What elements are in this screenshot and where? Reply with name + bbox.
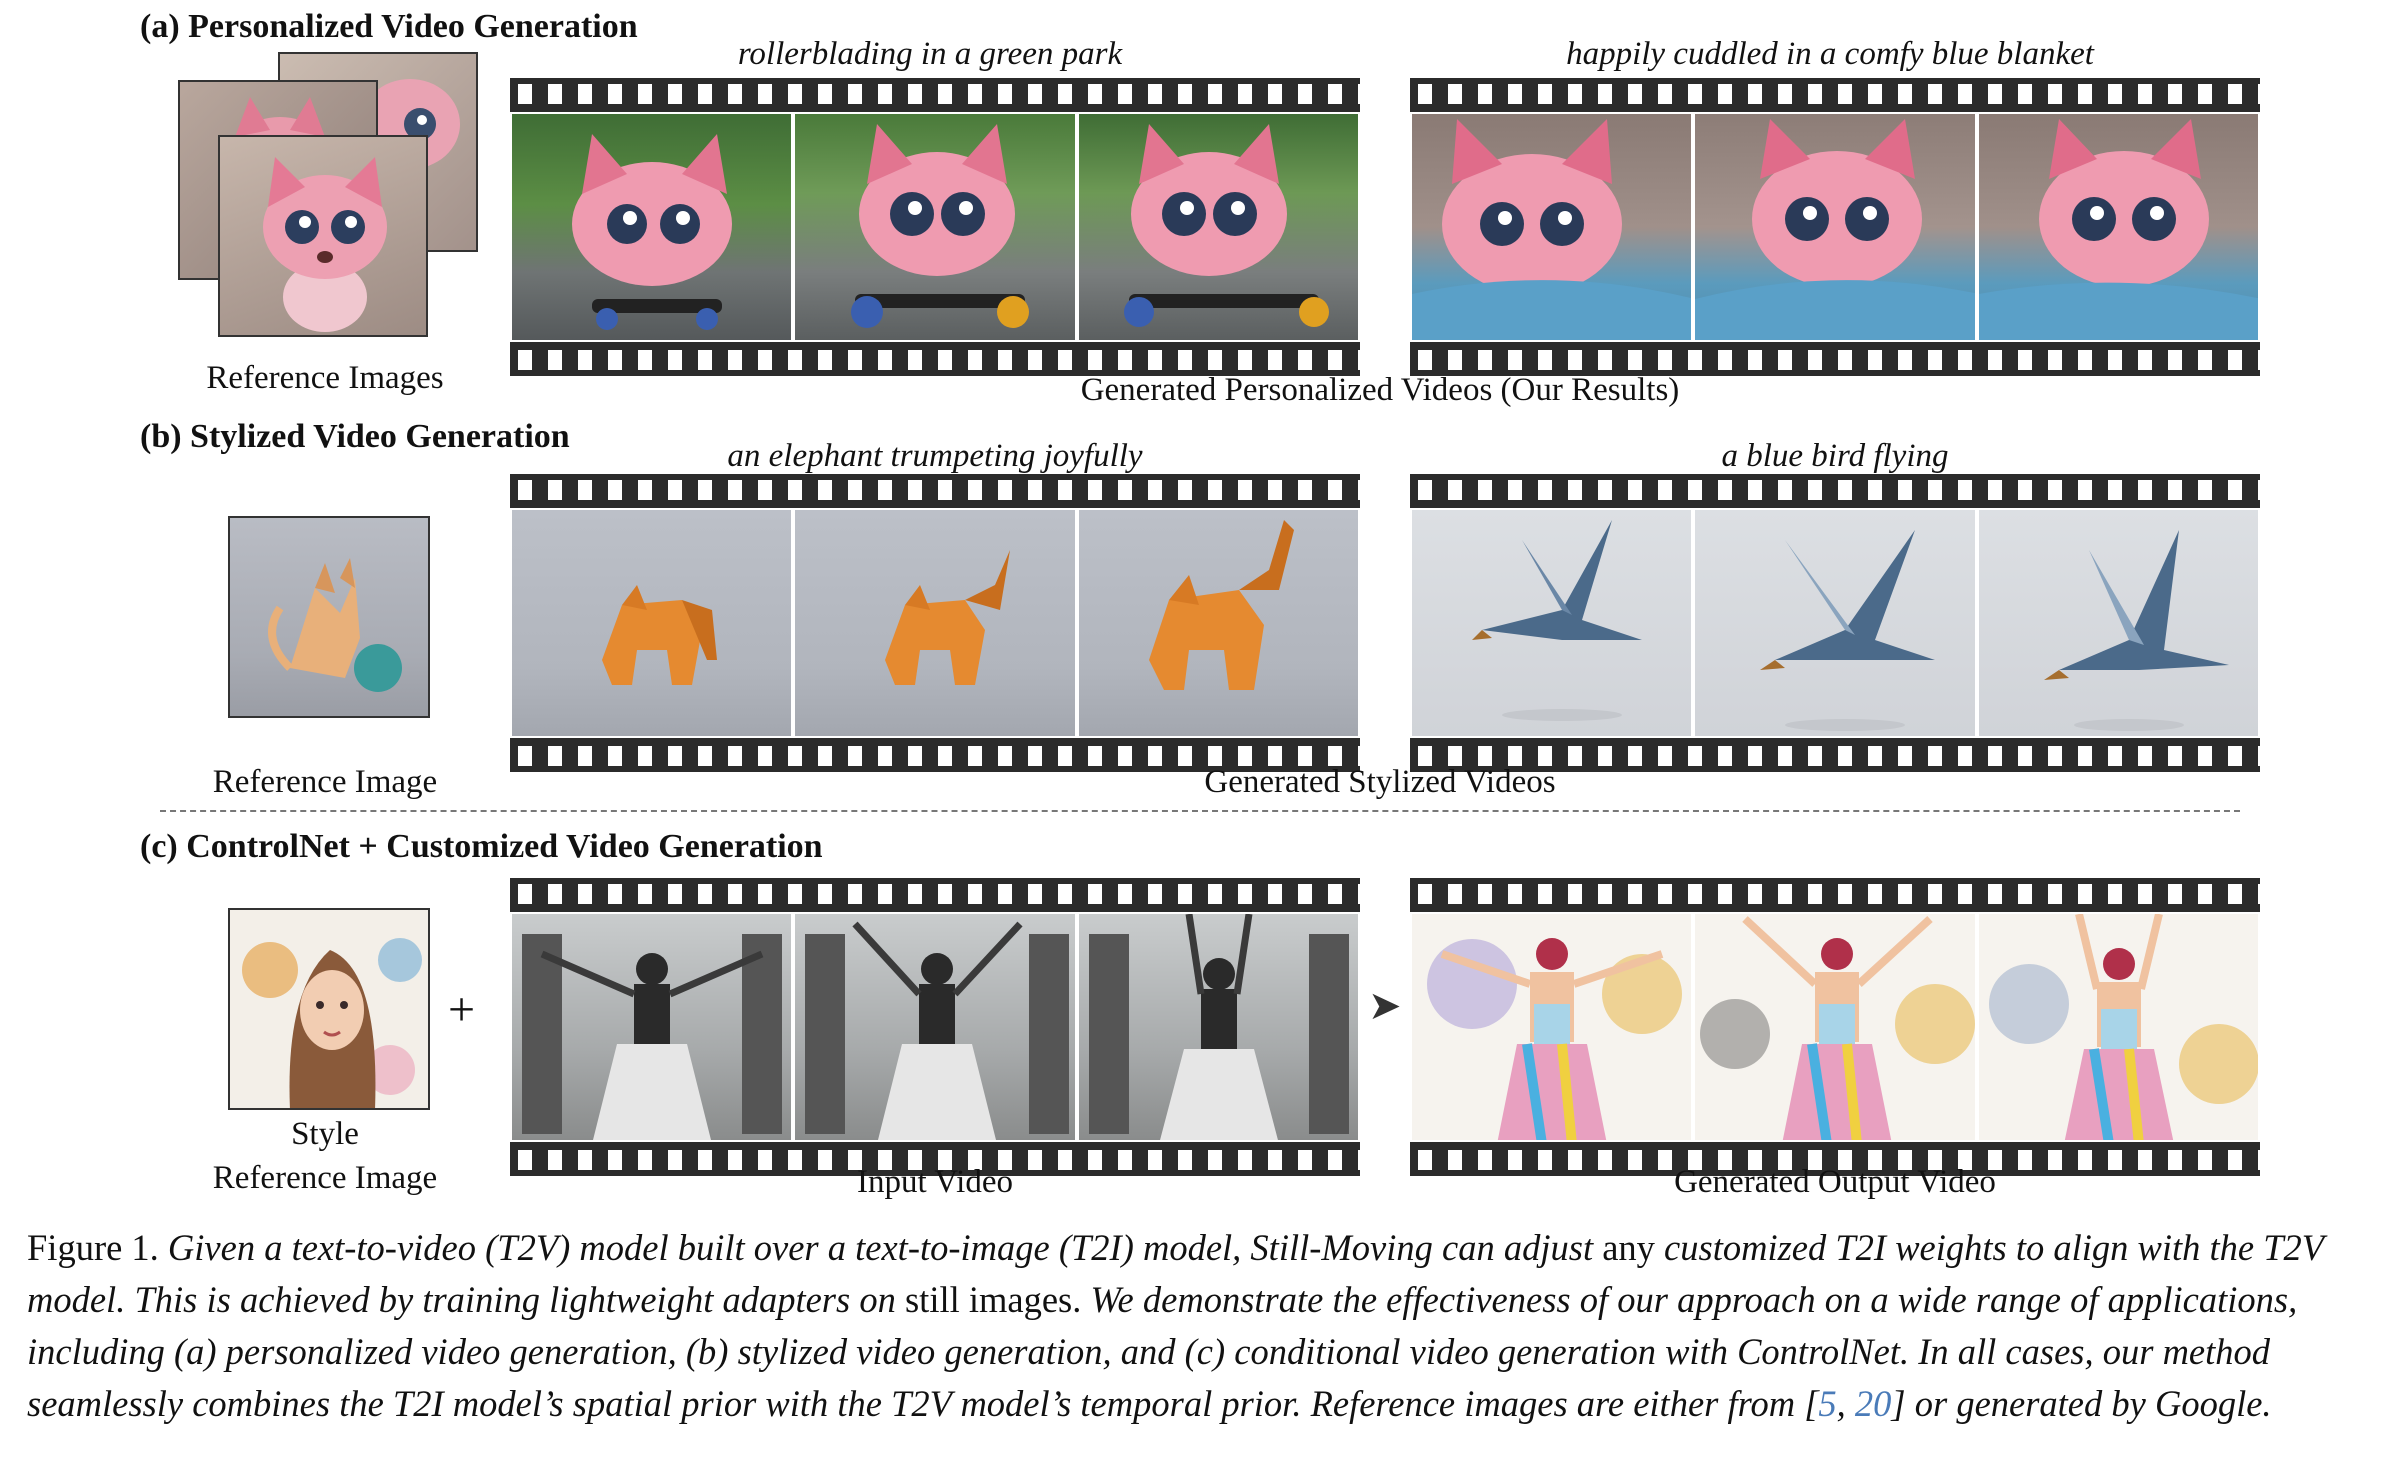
section-a-prompt-left: rollerblading in a green park xyxy=(737,36,1123,72)
video-frame xyxy=(1977,912,2260,1142)
filmstrip-c-input xyxy=(510,878,1360,1176)
figure-label: Figure 1. xyxy=(27,1227,159,1268)
section-c-input-caption: Input Video xyxy=(857,1164,1013,1200)
section-c-output-caption: Generated Output Video xyxy=(1674,1164,1996,1200)
filmstrip-b-left xyxy=(510,474,1360,772)
section-a-ref-caption: Reference Images xyxy=(206,360,444,396)
caption-text-1: Given a text-to-video (T2V) model built … xyxy=(167,1227,1594,1268)
section-divider xyxy=(160,810,2240,812)
video-frame xyxy=(1410,912,1693,1142)
video-frame xyxy=(1077,508,1360,738)
filmstrip-a-left xyxy=(510,78,1360,376)
section-a-title: (a) Personalized Video Generation xyxy=(140,8,638,45)
plus-sign: + xyxy=(448,983,476,1036)
section-b-title: (b) Stylized Video Generation xyxy=(140,418,570,455)
section-b-output-caption: Generated Stylized Videos xyxy=(1204,764,1556,800)
video-frame xyxy=(1693,508,1977,738)
style-reference-portrait xyxy=(228,908,430,1110)
video-frame xyxy=(793,112,1077,342)
section-b-ref-caption: Reference Image xyxy=(212,764,438,800)
figure-caption: Figure 1. Given a text-to-video (T2V) mo… xyxy=(27,1222,2367,1430)
section-b-prompt-right: a blue bird flying xyxy=(1721,438,1949,474)
video-frame xyxy=(793,912,1077,1142)
video-frame xyxy=(1977,508,2260,738)
arrow-icon: ➤ xyxy=(1368,983,1402,1028)
video-frame xyxy=(1077,112,1360,342)
video-frame xyxy=(510,112,793,342)
video-frame xyxy=(1077,912,1360,1142)
video-frame xyxy=(1693,912,1977,1142)
section-b-prompt-left: an elephant trumpeting joyfully xyxy=(727,438,1143,474)
filmstrip-a-right xyxy=(1410,78,2260,376)
video-frame xyxy=(510,912,793,1142)
video-frame xyxy=(510,508,793,738)
caption-text-3: customized T2I weights to align with the… xyxy=(27,1227,2324,1320)
citation-link-5[interactable]: 5 xyxy=(1818,1383,1837,1424)
filmstrip-c-output xyxy=(1410,878,2260,1176)
caption-text-5: We demonstrate the effectiveness of our … xyxy=(27,1279,2298,1424)
section-c-title: (c) ControlNet + Customized Video Genera… xyxy=(140,828,823,865)
caption-sep: , xyxy=(1836,1383,1855,1424)
video-frame xyxy=(793,508,1077,738)
section-c-ref-caption-line1: Style xyxy=(291,1116,359,1152)
section-a-prompt-right: happily cuddled in a comfy blue blanket xyxy=(1566,36,2094,72)
reference-image-front xyxy=(218,135,428,337)
style-reference-image xyxy=(228,516,430,718)
filmstrip-b-right xyxy=(1410,474,2260,772)
caption-text-2: any xyxy=(1602,1227,1655,1268)
section-c-ref-caption-line2: Reference Image xyxy=(212,1160,438,1196)
section-a-output-caption: Generated Personalized Videos (Our Resul… xyxy=(1080,372,1680,408)
video-frame xyxy=(1410,112,1693,342)
citation-link-20[interactable]: 20 xyxy=(1854,1383,1892,1424)
video-frame xyxy=(1693,112,1977,342)
video-frame xyxy=(1977,112,2260,342)
video-frame xyxy=(1410,508,1693,738)
caption-text-4: still images. xyxy=(904,1279,1082,1320)
caption-text-6: ] or generated by Google. xyxy=(1891,1383,2272,1424)
